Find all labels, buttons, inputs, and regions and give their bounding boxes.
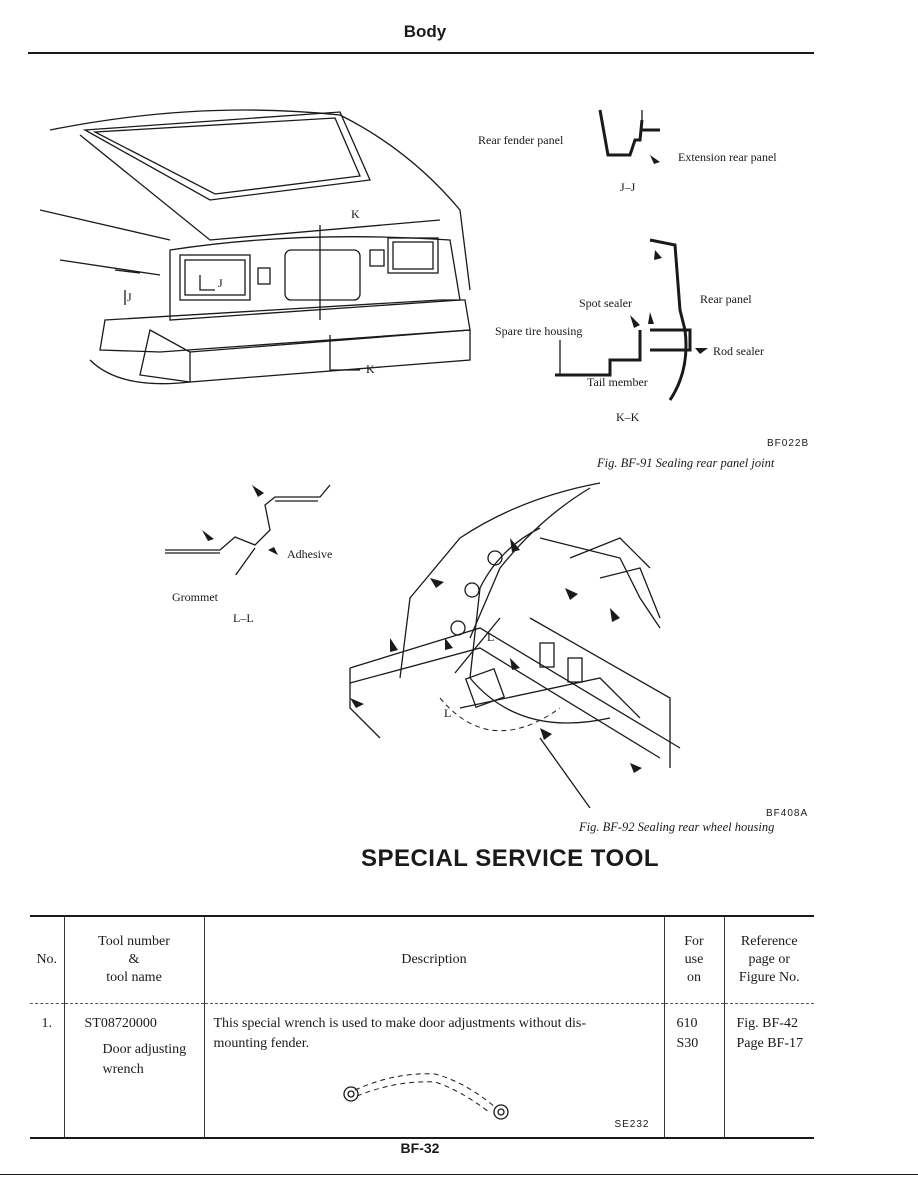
reference-line1: Fig. BF-42 [736,1016,798,1031]
page-number: BF-32 [400,1140,440,1156]
rear-car-illustration [40,109,471,385]
marker-k-bottom: K [366,362,375,376]
cell-reference: Fig. BF-42 Page BF-17 [723,1003,814,1138]
marker-l-top: L [487,630,495,644]
description-line1: This special wrench is used to make door… [213,1016,587,1031]
cell-no: 1. [30,1004,64,1139]
cell-for-use: 610 S30 [663,1003,724,1138]
section-title: SPECIAL SERVICE TOOL [360,845,660,872]
marker-l-bottom: L [444,706,452,720]
header-tool-line3: tool name [106,970,162,985]
door-adjusting-wrench-image [342,1073,509,1120]
wrench-image-code: SE232 [614,1119,650,1130]
rear-wheel-housing-illustration [349,482,681,808]
description-line2: mounting fender. [213,1036,310,1051]
cell-description: This special wrench is used to make door… [203,1003,664,1138]
cell-no-text: 1. [41,1016,53,1031]
section-label-kk: K–K [616,410,640,424]
header-no-text: No. [36,952,58,967]
table-row: 1. ST08720000 Door adjusting wrench This… [30,1003,814,1139]
marker-j-inner: J [218,276,223,290]
label-tail-member: Tail member [587,375,648,389]
marker-j-left: J [127,290,132,304]
figure-code-bf022b: BF022B [767,438,810,449]
header-reference-line2: page or [748,952,791,967]
section-kk-diagram [555,238,708,401]
section-label-jj: J–J [620,180,636,194]
header-for-use: For use on [663,916,724,1004]
table-header-row: No. Tool number & tool name Description … [30,916,814,1004]
header-rule [28,52,814,54]
label-adhesive: Adhesive [287,547,333,561]
header-no: No. [30,916,64,1004]
label-extension-rear-panel: Extension rear panel [678,150,777,164]
cell-tool: ST08720000 Door adjusting wrench [63,1003,204,1138]
label-rear-panel: Rear panel [700,292,752,306]
for-use-line2: S30 [676,1036,699,1051]
tool-name-line2: wrench [102,1062,144,1077]
section-ll-diagram [165,484,331,575]
section-label-ll: L–L [233,611,254,625]
header-for-use-line2: use [684,952,704,967]
header-description: Description [203,916,664,1004]
for-use-line1: 610 [676,1016,698,1031]
marker-k-top: K [351,207,360,221]
header-for-use-line3: on [687,970,701,985]
header-tool: Tool number & tool name [63,916,204,1004]
header-for-use-line1: For [684,934,704,949]
label-rod-sealer: Rod sealer [713,344,764,358]
label-grommet: Grommet [172,590,218,604]
header-tool-line2: & [128,952,140,967]
header-reference: Reference page or Figure No. [723,916,814,1004]
label-spot-sealer: Spot sealer [579,296,632,310]
page-header-title: Body [403,22,447,41]
header-reference-line3: Figure No. [738,970,800,985]
tool-number: ST08720000 [84,1016,157,1031]
label-rear-fender-panel: Rear fender panel [478,133,564,147]
figure-code-bf408a: BF408A [766,808,809,819]
label-spare-tire-housing: Spare tire housing [495,324,583,338]
figure-caption-bf92: Fig. BF-92 Sealing rear wheel housing [579,820,775,834]
tool-name-line1: Door adjusting [102,1042,187,1057]
header-description-text: Description [401,952,467,967]
footer-rule [0,1174,918,1175]
figure-caption-bf91: Fig. BF-91 Sealing rear panel joint [597,456,775,470]
header-reference-line1: Reference [740,934,798,949]
section-jj-diagram [598,109,660,164]
special-service-tool-table: No. Tool number & tool name Description … [30,915,814,1139]
header-tool-line1: Tool number [98,934,170,949]
reference-line2: Page BF-17 [736,1036,804,1051]
